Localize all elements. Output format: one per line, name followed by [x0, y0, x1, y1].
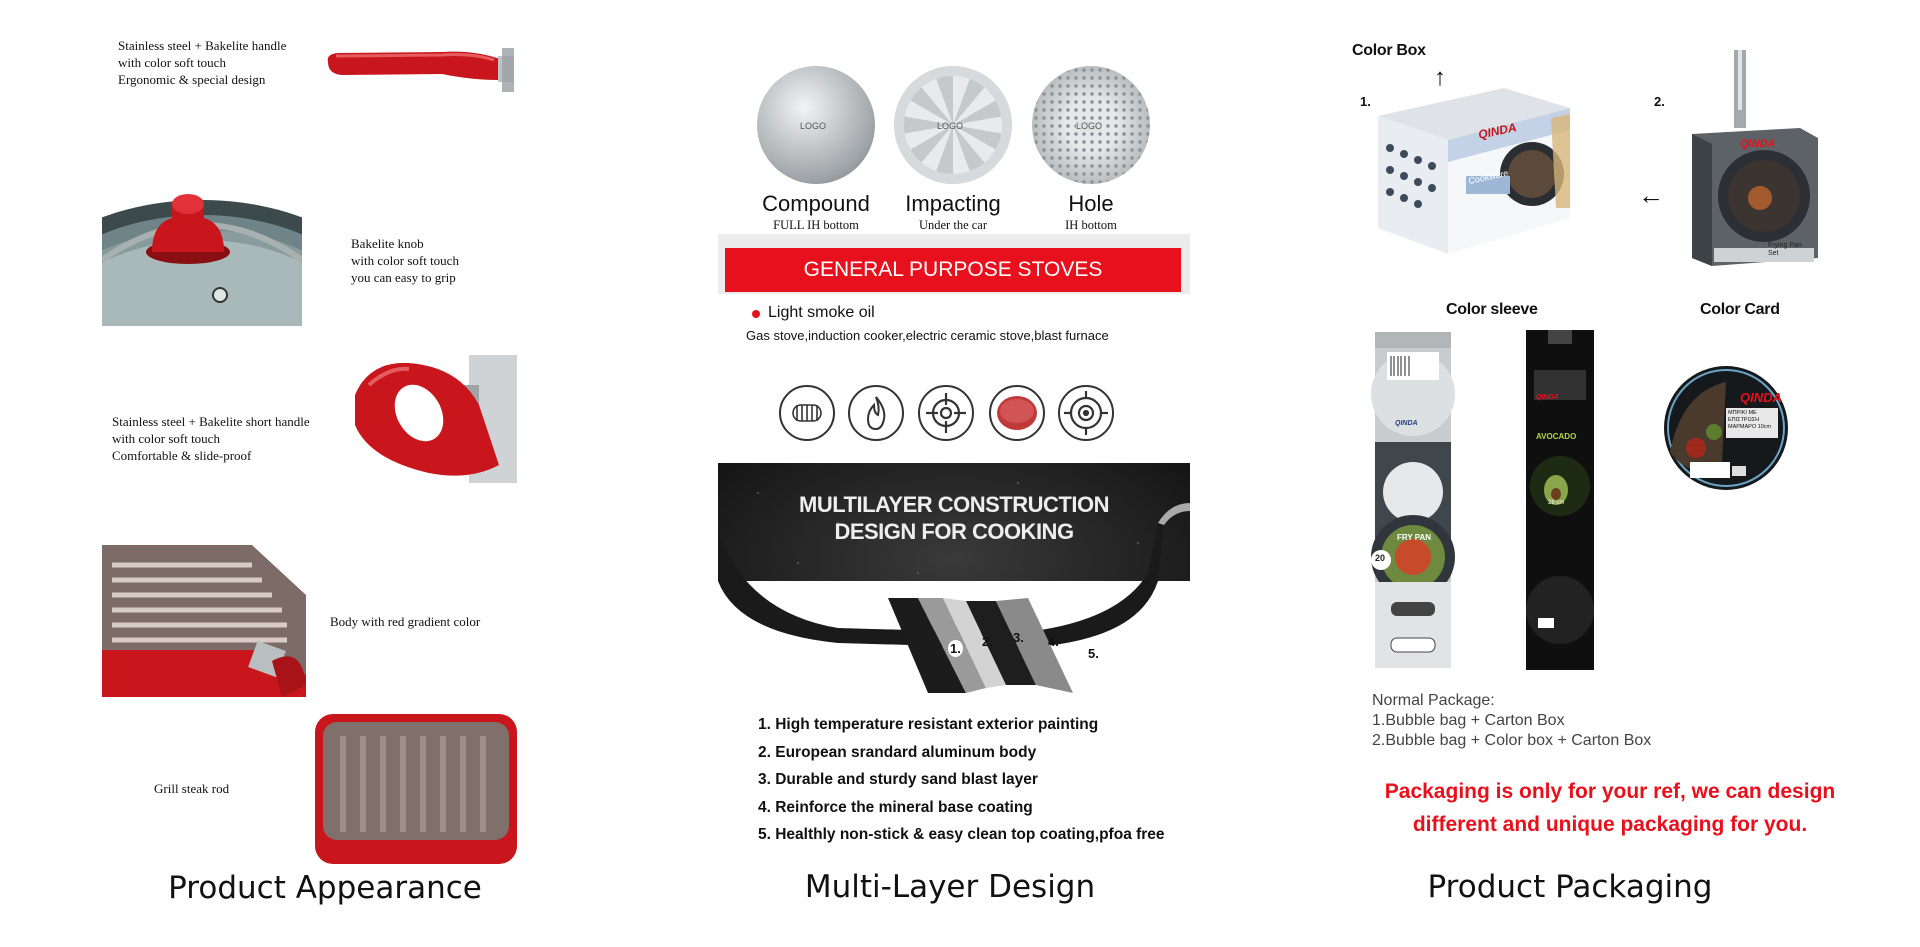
sleeve-2-size: 28 cm — [1548, 500, 1565, 506]
compound-logo: LOGO — [800, 121, 827, 131]
layer-number-4: 4. — [1048, 634, 1059, 649]
long-handle-image — [327, 48, 514, 92]
induction-coil-icon — [779, 385, 835, 441]
color-card-image — [1664, 366, 1788, 490]
hole-label: Hole — [1068, 191, 1114, 216]
impacting-bottom-disc — [894, 66, 1012, 184]
ceramic-plate-icon — [989, 385, 1045, 441]
layer-number-2: 2. — [982, 634, 993, 649]
layer-list: 1. High temperature resistant exterior p… — [758, 711, 1165, 849]
compound-label: Compound — [762, 191, 870, 216]
short-handle-description: Stainless steel + Bakelite short handle … — [112, 414, 310, 463]
electric-hob-icon — [1058, 385, 1114, 441]
up-arrow-icon: ↑ — [1434, 64, 1446, 91]
packaging-note-line-2: different and unique packaging for you. — [1412, 813, 1808, 836]
color-sleeve-black-image — [1526, 330, 1594, 670]
color-card-brand: QINDA — [1740, 390, 1782, 405]
color-box-label: Color Box — [1352, 42, 1426, 59]
light-smoke-oil-title: Light smoke oil — [768, 304, 875, 321]
gas-burner-grate-icon — [918, 385, 974, 441]
layer-item: 4. Reinforce the mineral base coating — [758, 798, 1033, 816]
layer-item: 3. Durable and sturdy sand blast layer — [758, 771, 1038, 788]
hole-sublabel: IH bottom — [1065, 218, 1117, 232]
multi-layer-design-caption: Multi-Layer Design — [804, 869, 1096, 905]
impacting-sublabel: Under the car — [918, 218, 988, 232]
gas-flame-icon — [848, 385, 904, 441]
layer-item: 1. High temperature resistant exterior p… — [758, 716, 1099, 733]
sleeve-2-brand: QINDA — [1536, 394, 1559, 401]
glass-lid-image — [102, 180, 302, 326]
compound-bottom-disc — [757, 66, 875, 184]
impacting-logo: LOGO — [937, 121, 964, 131]
color-sleeve-label: Color sleeve — [1446, 301, 1538, 318]
red-bullet — [752, 310, 760, 318]
color-card-box-brand: QINDA — [1740, 138, 1776, 150]
stove-types-text: Gas stove,induction cooker,electric cera… — [746, 328, 1109, 343]
knob-description: Bakelite knob with color soft touch you … — [351, 236, 459, 285]
layer-item: 2. European srandard aluminum body — [758, 743, 1037, 761]
color-card-box-image — [1692, 50, 1818, 266]
normal-package-line-1: 1.Bubble bag + Carton Box — [1372, 712, 1565, 729]
layer-number-5: 5. — [1086, 645, 1101, 662]
color-sleeve-grey-image — [1371, 332, 1455, 668]
normal-package-line-2: 2.Bubble bag + Color box + Carton Box — [1372, 732, 1652, 749]
product-appearance-caption: Product Appearance — [168, 870, 482, 906]
sleeve-1-brand: QINDA — [1395, 420, 1418, 427]
option-number-2: 2. — [1654, 94, 1665, 109]
grill-pan-body-image — [102, 545, 306, 697]
color-box-image — [1378, 88, 1570, 254]
grill-steak-rod-image — [315, 714, 517, 864]
body-color-description: Body with red gradient color — [330, 614, 481, 629]
product-packaging-caption: Product Packaging — [1427, 869, 1713, 905]
grill-rod-description: Grill steak rod — [154, 781, 230, 796]
hole-logo: LOGO — [1076, 121, 1103, 131]
sleeve-1-label: FRY PAN — [1397, 533, 1432, 542]
layer-number-3: 3. — [1013, 630, 1024, 645]
normal-package-title: Normal Package: — [1372, 692, 1495, 709]
color-card-label: Color Card — [1700, 301, 1780, 318]
handle-description: Stainless steel + Bakelite handle with c… — [118, 38, 287, 87]
option-number-1: 1. — [1360, 94, 1371, 109]
construction-title-line1: MULTILAYER CONSTRUCTION — [799, 492, 1109, 517]
short-handle-image — [355, 355, 517, 483]
packaging-note-line-1: Packaging is only for your ref, we can d… — [1384, 780, 1836, 803]
left-arrow-icon: ← — [1638, 180, 1664, 210]
impacting-label: Impacting — [905, 191, 1001, 216]
sleeve-1-size: 20 — [1375, 553, 1386, 563]
color-card-box-label: Frying Pan Set — [1768, 242, 1802, 257]
sleeve-2-label: AVOCADO — [1536, 432, 1577, 441]
color-card-text: ΜΠΡΙΚΙ ΜΕ ΕΠΙΣΤΡΩΣΗ ΜΑΡΜΑΡΟ 10cm — [1728, 410, 1772, 430]
construction-title-line2: DESIGN FOR COOKING — [834, 519, 1074, 544]
compound-sublabel: FULL IH bottom — [773, 218, 859, 232]
banner-red-bar: GENERAL PURPOSE STOVES — [725, 248, 1181, 292]
layer-number-1: 1. — [948, 640, 963, 657]
layer-item: 5. Healthly non-stick & easy clean top c… — [758, 826, 1165, 843]
